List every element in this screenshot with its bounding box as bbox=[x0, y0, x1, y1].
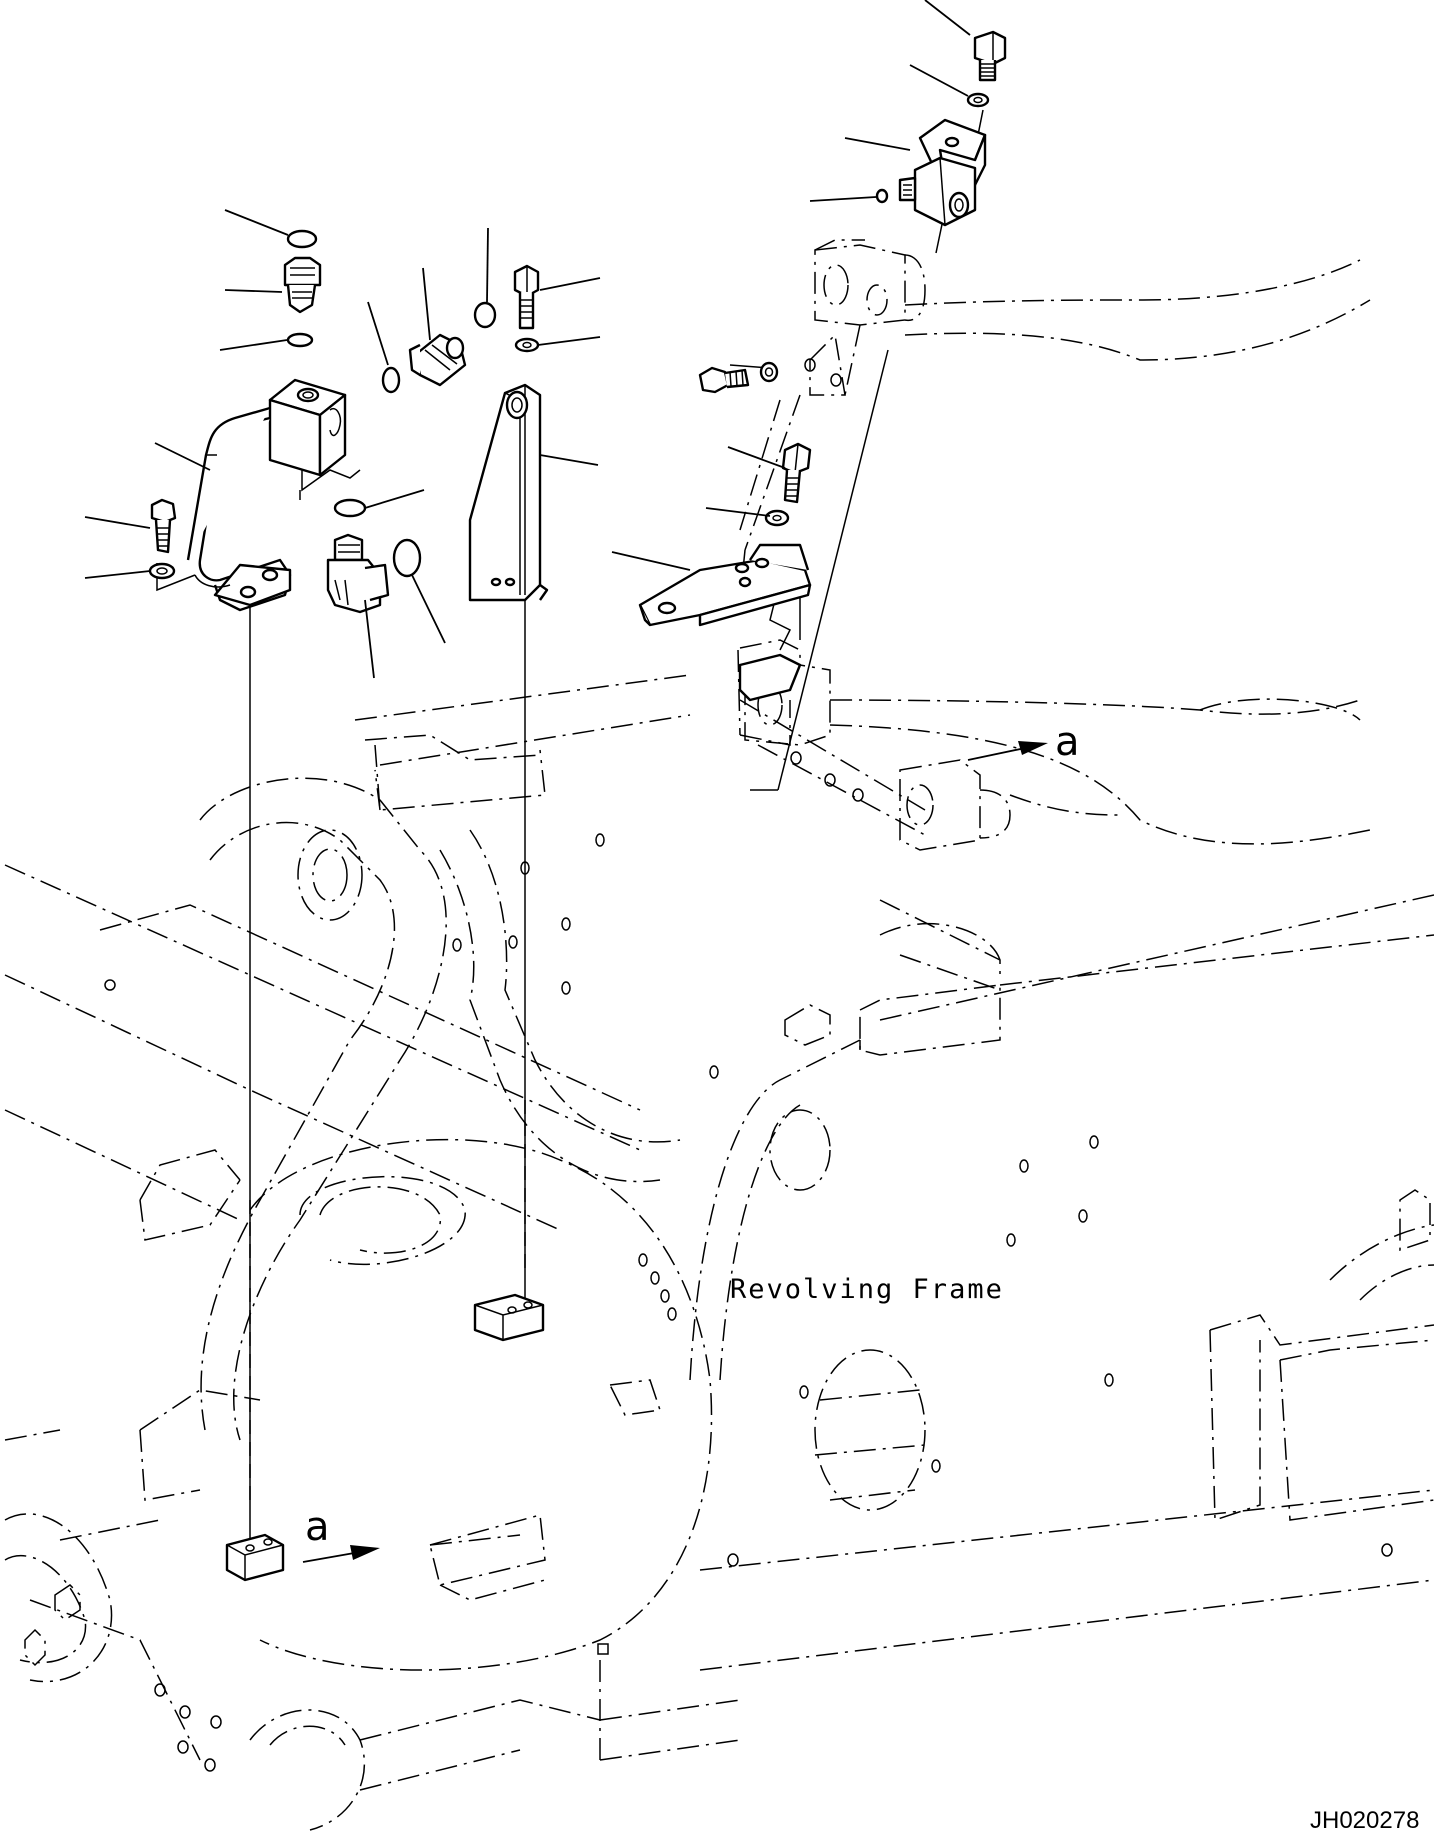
valve-block-top-right bbox=[898, 118, 987, 227]
washer-tube-mount bbox=[759, 361, 779, 383]
reference-arrow-upper bbox=[967, 741, 1048, 761]
bolt-tube-mount bbox=[698, 366, 750, 394]
ref-label-upper: a bbox=[1055, 719, 1080, 765]
washer-right-bracket bbox=[764, 509, 790, 527]
o-ring-5 bbox=[333, 498, 367, 518]
frame-label: Revolving Frame bbox=[730, 1274, 1004, 1305]
fitting-elbow-top bbox=[283, 256, 322, 314]
bolt-center bbox=[513, 264, 540, 330]
mount-pad-center bbox=[473, 1293, 545, 1342]
bolt-top-right bbox=[973, 30, 1007, 82]
drawing-code: JH020278 bbox=[1310, 1807, 1419, 1834]
tall-bracket-center bbox=[468, 383, 549, 602]
plate-bracket-right bbox=[638, 543, 812, 627]
tube-pad-right bbox=[738, 653, 802, 702]
revolving-frame-outline bbox=[4, 674, 1434, 1831]
washer-center bbox=[514, 337, 540, 353]
mount-pad-lower-left bbox=[225, 1533, 285, 1582]
o-ring-4 bbox=[473, 301, 497, 329]
tube-frame-right bbox=[737, 239, 1371, 851]
elbow-fitting-lower bbox=[326, 533, 390, 614]
washer-top-right bbox=[966, 92, 990, 108]
ref-label-lower: a bbox=[305, 1504, 330, 1550]
o-ring-top-right bbox=[875, 188, 889, 204]
valve-block-left bbox=[268, 378, 347, 477]
o-ring-3 bbox=[381, 366, 401, 394]
o-ring-2 bbox=[286, 332, 314, 348]
o-ring-6 bbox=[392, 538, 422, 578]
bolt-left bbox=[150, 498, 177, 554]
pipe-bracket-left bbox=[186, 406, 292, 612]
washer-left bbox=[148, 562, 176, 580]
bolt-right-bracket bbox=[781, 442, 812, 504]
leader-lines bbox=[84, 0, 971, 679]
o-ring-1 bbox=[286, 229, 318, 249]
fitting-straight bbox=[408, 333, 467, 387]
reference-arrow-lower bbox=[302, 1545, 380, 1563]
